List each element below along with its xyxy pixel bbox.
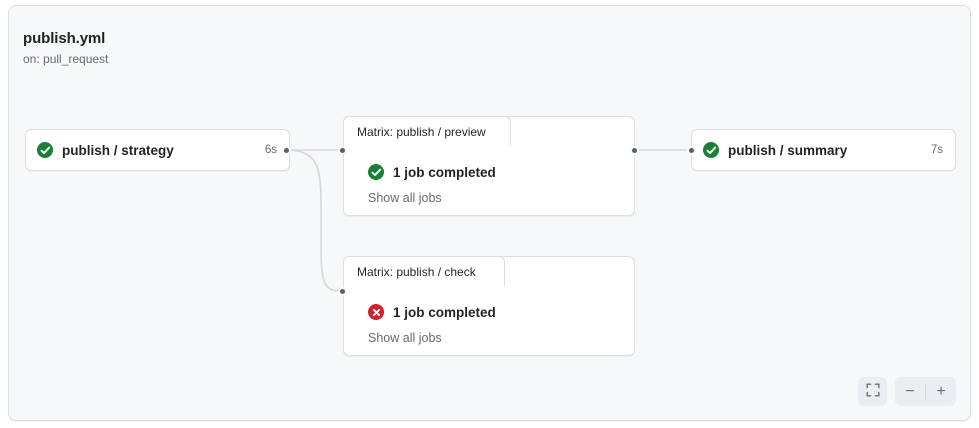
matrix-tab-header: Matrix: publish / preview bbox=[343, 116, 511, 146]
check-circle-icon bbox=[37, 142, 53, 158]
plus-icon: + bbox=[936, 382, 946, 400]
matrix-tab-label: Matrix: publish / preview bbox=[357, 124, 486, 139]
matrix-status-row: 1 job completed bbox=[368, 164, 634, 180]
check-circle-icon bbox=[703, 142, 719, 158]
edge-strategy-to-check bbox=[285, 149, 342, 292]
zoom-out-button[interactable]: − bbox=[895, 377, 925, 406]
show-all-jobs-link[interactable]: Show all jobs bbox=[368, 331, 442, 345]
fit-view-icon bbox=[866, 383, 880, 400]
graph-controls: − + bbox=[858, 377, 956, 406]
matrix-body: 1 job completed Show all jobs bbox=[344, 146, 634, 215]
fit-view-button[interactable] bbox=[858, 377, 887, 406]
port-check-input bbox=[338, 287, 347, 296]
node-matrix-publish-preview[interactable]: Matrix: publish / preview 1 job complete… bbox=[343, 116, 635, 216]
port-summary-input bbox=[687, 146, 696, 155]
node-duration: 6s bbox=[264, 144, 277, 156]
matrix-status-row: 1 job completed bbox=[368, 304, 634, 320]
node-publish-strategy[interactable]: publish / strategy 6s bbox=[25, 129, 290, 171]
port-preview-input bbox=[338, 146, 347, 155]
zoom-controls-divider bbox=[925, 382, 926, 401]
workflow-trigger: on: pull_request bbox=[23, 51, 109, 66]
port-preview-output bbox=[630, 146, 639, 155]
zoom-in-button[interactable]: + bbox=[926, 377, 956, 406]
minus-icon: − bbox=[905, 382, 915, 400]
matrix-body: 1 job completed Show all jobs bbox=[344, 286, 634, 355]
x-circle-icon bbox=[368, 304, 384, 320]
matrix-status-label: 1 job completed bbox=[393, 164, 496, 180]
matrix-status-label: 1 job completed bbox=[393, 304, 496, 320]
port-strategy-output bbox=[282, 146, 291, 155]
node-label: publish / strategy bbox=[62, 142, 174, 158]
zoom-controls: − + bbox=[895, 377, 956, 406]
matrix-tab-seam bbox=[344, 285, 504, 288]
matrix-tab-label: Matrix: publish / check bbox=[357, 264, 476, 279]
node-publish-summary[interactable]: publish / summary 7s bbox=[691, 129, 956, 171]
node-matrix-publish-check[interactable]: Matrix: publish / check 1 job completed … bbox=[343, 256, 635, 356]
node-label: publish / summary bbox=[728, 142, 848, 158]
workflow-graph-container[interactable]: publish.yml on: pull_request publish / s… bbox=[8, 5, 971, 421]
show-all-jobs-link[interactable]: Show all jobs bbox=[368, 191, 442, 205]
node-duration: 7s bbox=[930, 144, 943, 156]
matrix-tab-seam bbox=[344, 145, 510, 148]
workflow-header: publish.yml on: pull_request bbox=[23, 30, 108, 67]
check-circle-icon bbox=[368, 164, 384, 180]
matrix-tab-header: Matrix: publish / check bbox=[343, 256, 505, 286]
workflow-title: publish.yml bbox=[23, 30, 106, 47]
